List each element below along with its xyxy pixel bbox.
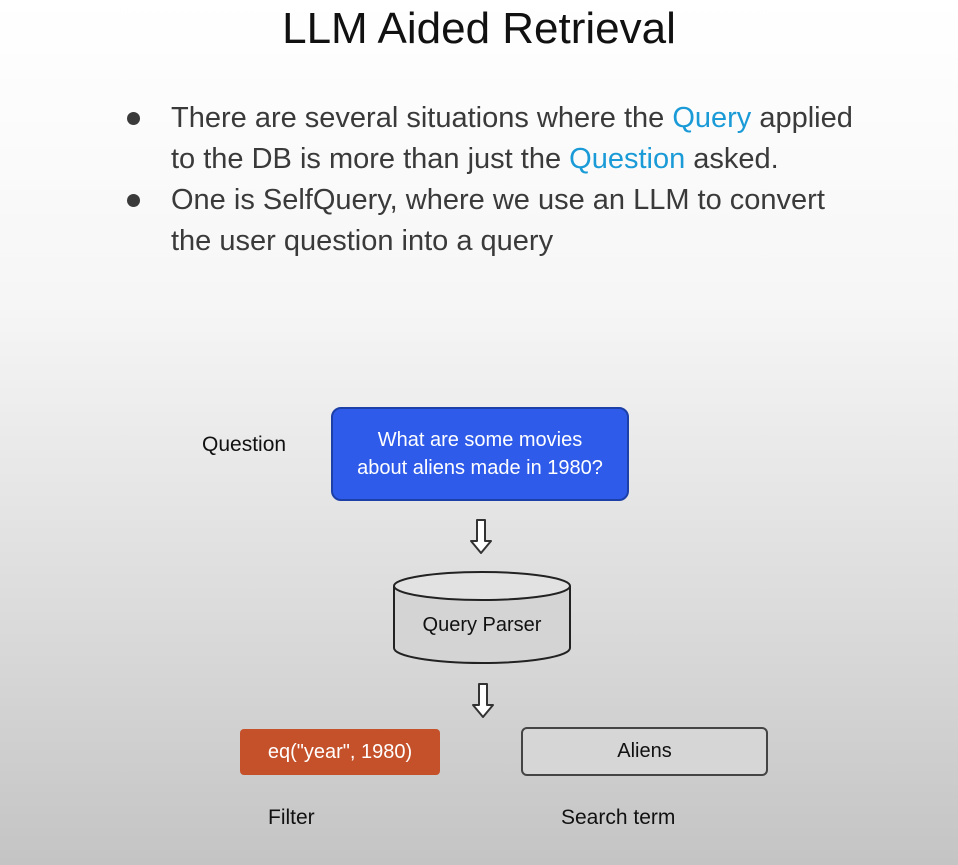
question-box: What are some movies about aliens made i… [331, 407, 629, 501]
bullet-text: One is SelfQuery, where we use an LLM to… [171, 184, 825, 257]
bullet-dot-icon [127, 112, 140, 125]
bullet-item: One is SelfQuery, where we use an LLM to… [125, 180, 865, 262]
question-keyword: Question [569, 143, 686, 175]
filter-value: eq("year", 1980) [267, 740, 413, 763]
filter-box: eq("year", 1980) [240, 729, 440, 775]
query-keyword: Query [672, 102, 752, 134]
search-term-value: Aliens [617, 740, 672, 762]
search-term-caption: Search term [561, 806, 676, 829]
query-parser-label: Query Parser [422, 614, 542, 636]
search-term-box: Aliens [521, 727, 768, 776]
question-text: What are some movies about aliens made i… [357, 429, 603, 479]
down-arrow-icon [470, 519, 492, 554]
question-label: Question [202, 433, 287, 456]
bullet-text: applied to the DB is more than just the [171, 102, 853, 175]
down-arrow-icon [472, 683, 494, 718]
bullet-item: There are several situations where the Q… [125, 98, 865, 180]
bullet-text: There are several situations where the [171, 102, 673, 134]
filter-caption: Filter [268, 806, 315, 829]
bullet-list: There are several situations where the Q… [125, 98, 865, 262]
slide-title: LLM Aided Retrieval [282, 4, 676, 53]
bullet-dot-icon [127, 194, 140, 207]
database-cylinder-icon [393, 571, 571, 664]
bullet-text: asked. [685, 143, 779, 175]
